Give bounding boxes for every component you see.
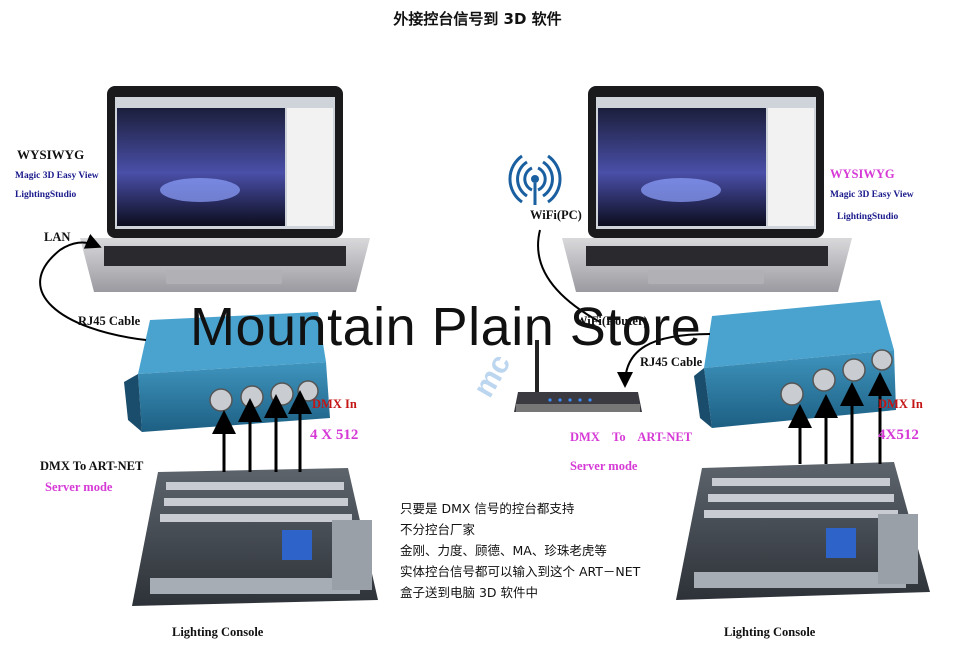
- right-dmx-in-label: DMX In: [878, 397, 923, 411]
- right-software-lightingstudio: LightingStudio: [837, 212, 899, 222]
- left-rj45-cable-label: RJ45 Cable: [78, 314, 141, 328]
- note-line: 实体控台信号都可以输入到这个 ART－NET: [400, 564, 641, 579]
- left-mode-label: Server mode: [45, 480, 113, 494]
- wifi-router-label: WiFi(Router): [575, 314, 648, 328]
- left-lighting-console: [132, 468, 378, 606]
- compatibility-note: 只要是 DMX 信号的控台都支持 不分控台厂家 金刚、力度、顾德、MA、珍珠老虎…: [400, 498, 640, 603]
- left-software-wysiwyg: WYSIWYG: [17, 147, 85, 162]
- left-software-magic3d: Magic 3D Easy View: [15, 171, 99, 181]
- right-node-label: DMX To ART-NET: [570, 430, 693, 444]
- right-lighting-console: [676, 462, 930, 600]
- right-laptop: [562, 86, 852, 292]
- left-dmx-in-label: DMX In: [312, 397, 357, 411]
- wifi-pc-label: WiFi(PC): [530, 208, 582, 222]
- note-line: 金刚、力度、顾德、MA、珍珠老虎等: [400, 543, 607, 558]
- page-title: 外接控台信号到 3D 软件: [393, 10, 562, 28]
- wifi-router: [514, 340, 642, 412]
- left-dmx-count: 4 X 512: [310, 427, 359, 443]
- right-dmx-count: 4X512: [878, 427, 919, 443]
- left-node-label: DMX To ART-NET: [40, 459, 144, 473]
- left-software-lightingstudio: LightingStudio: [15, 190, 77, 200]
- note-line: 只要是 DMX 信号的控台都支持: [400, 501, 575, 516]
- right-rj45-cable-label: RJ45 Cable: [640, 355, 703, 369]
- right-software-wysiwyg: WYSIWYG: [830, 167, 895, 181]
- note-line: 盒子送到电脑 3D 软件中: [400, 585, 539, 600]
- store-watermark: Mountain Plain Store: [190, 297, 702, 357]
- left-dmx-arrows: [212, 390, 312, 472]
- wifi-signal-icon: [508, 154, 562, 204]
- left-laptop: [80, 86, 370, 292]
- right-software-magic3d: Magic 3D Easy View: [830, 190, 914, 200]
- left-console-label: Lighting Console: [172, 625, 264, 639]
- lan-label: LAN: [44, 230, 71, 244]
- right-artnet-node: [694, 300, 896, 428]
- right-mode-label: Server mode: [570, 459, 638, 473]
- rj45-router-link: [617, 333, 711, 388]
- right-console-label: Lighting Console: [724, 625, 816, 639]
- lan-connection-arrow: [39, 233, 147, 341]
- wifi-pc-link: [537, 229, 601, 323]
- note-line: 不分控台厂家: [400, 522, 476, 537]
- right-dmx-arrows: [788, 372, 892, 464]
